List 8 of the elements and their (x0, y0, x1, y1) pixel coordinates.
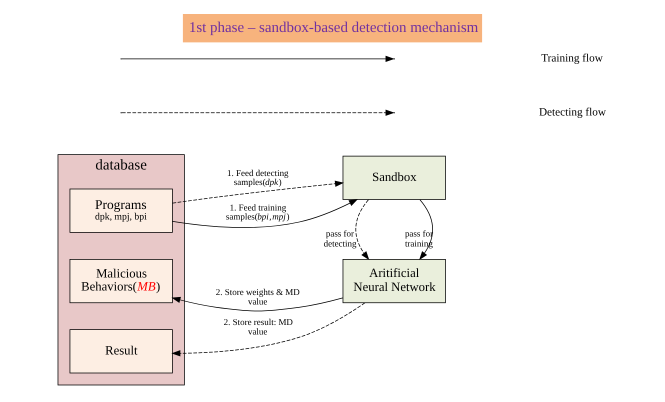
legend-label: Detecting flow (538, 106, 606, 118)
edge-label: 1. Feed detecting samples(dpk) (227, 168, 289, 187)
edge-label: 1. Feed training samples(bpi,mpj) (226, 202, 290, 222)
edge-label: pass for detecting (324, 228, 356, 248)
diagram-title: 1st phase – sandbox-based detection mechanism (188, 20, 478, 36)
edge-label: 2. Store result: MD value (224, 316, 293, 337)
edge-label: 2. Store weights & MD value (216, 286, 300, 307)
legend-label: Training flow (541, 52, 603, 64)
